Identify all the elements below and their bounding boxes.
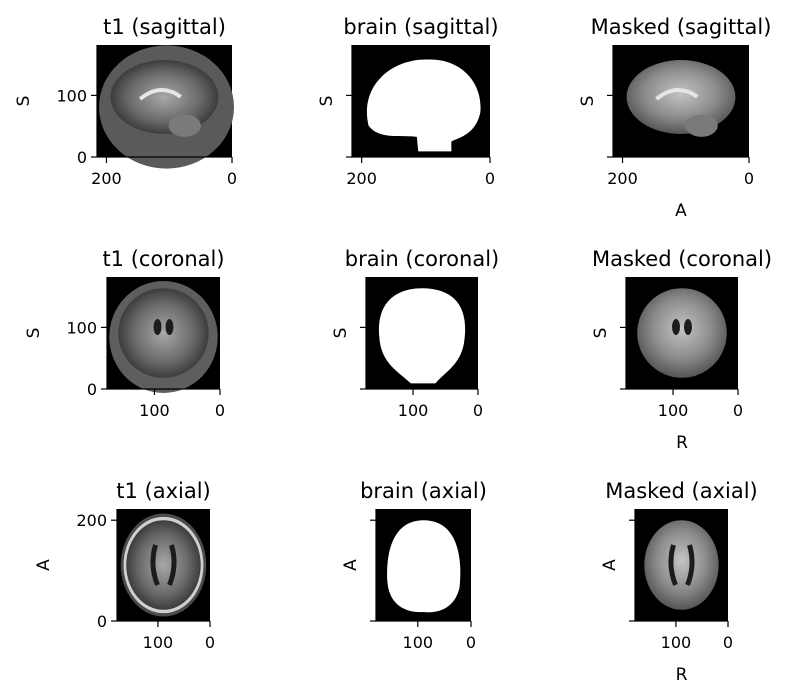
panel-title: brain (sagittal) — [343, 15, 498, 39]
panel-masked-axial: Masked (axial) 100 0 A R — [600, 479, 758, 685]
x-tick-label: 0 — [723, 633, 733, 652]
panel-mask-coronal: brain (coronal) 100 0 S — [331, 247, 499, 420]
y-axis-label: A — [34, 559, 54, 571]
brain-tissue — [118, 288, 209, 378]
y-tick-label: 200 — [76, 511, 107, 530]
panel-title: Masked (sagittal) — [591, 15, 772, 39]
ventricle-right — [684, 319, 692, 335]
x-tick-label: 100 — [403, 633, 434, 652]
x-tick-label: 0 — [466, 633, 476, 652]
x-tick-label: 100 — [398, 401, 429, 420]
y-axis-label: S — [331, 328, 351, 339]
x-axis-label: R — [676, 665, 688, 685]
brain-tissue — [644, 520, 719, 610]
x-tick-label: 100 — [143, 633, 174, 652]
panel-title: t1 (axial) — [116, 479, 211, 503]
panel-title: Masked (axial) — [605, 479, 758, 503]
x-tick-label: 0 — [205, 633, 215, 652]
ventricle-right — [165, 319, 174, 335]
ventricle-left — [672, 319, 680, 335]
y-axis-label: S — [317, 96, 337, 107]
y-axis-label: S — [578, 96, 598, 107]
y-axis-label: S — [24, 328, 44, 339]
x-tick-label: 200 — [91, 169, 122, 188]
x-tick-label: 100 — [139, 401, 170, 420]
x-tick-label: 0 — [744, 169, 754, 188]
brain-tissue — [110, 60, 219, 134]
lateral-ventricles — [668, 544, 695, 586]
y-tick-label: 0 — [97, 612, 107, 631]
brain-mask-shape — [378, 288, 466, 384]
panel-t1-coronal: t1 (coronal) 100 0 100 0 S — [24, 247, 225, 420]
panel-masked-coronal: Masked (coronal) 100 0 S R — [591, 247, 772, 453]
x-tick-label: 0 — [473, 401, 483, 420]
panel-masked-sagittal: Masked (sagittal) 200 0 S A — [578, 15, 771, 221]
brain-tissue — [637, 288, 727, 378]
y-axis-label: A — [600, 559, 620, 571]
x-tick-label: 0 — [215, 401, 225, 420]
y-tick-label: 100 — [66, 318, 97, 337]
panel-title: t1 (coronal) — [102, 247, 224, 271]
panel-mask-sagittal: brain (sagittal) 200 0 S — [317, 15, 499, 188]
panel-title: brain (axial) — [360, 479, 487, 503]
x-axis-label: R — [676, 433, 688, 453]
y-tick-label: 100 — [56, 86, 87, 105]
y-axis-label: S — [591, 328, 611, 339]
x-tick-label: 0 — [485, 169, 495, 188]
y-axis-label: S — [14, 96, 34, 107]
panel-title: Masked (coronal) — [592, 247, 772, 271]
brain-mask-shape — [366, 59, 481, 152]
brain-mask-shape — [387, 520, 461, 613]
x-tick-label: 100 — [661, 633, 692, 652]
panel-title: t1 (sagittal) — [103, 15, 226, 39]
cerebellum — [685, 114, 718, 137]
x-tick-label: 0 — [227, 169, 237, 188]
panel-t1-axial: t1 (axial) 100 0 200 0 A — [34, 479, 215, 652]
y-tick-label: 0 — [77, 148, 87, 167]
corpus-callosum — [655, 88, 699, 101]
x-tick-label: 200 — [607, 169, 638, 188]
y-axis-label: A — [341, 559, 361, 571]
y-tick-label: 0 — [87, 380, 97, 399]
x-tick-label: 200 — [346, 169, 377, 188]
corpus-callosum — [138, 88, 182, 101]
x-tick-label: 100 — [658, 401, 689, 420]
ventricle-left — [153, 319, 162, 335]
x-tick-label: 0 — [733, 401, 743, 420]
x-axis-label: A — [675, 201, 687, 221]
panel-title: brain (coronal) — [345, 247, 499, 271]
lateral-ventricles — [150, 544, 177, 586]
brain-tissue — [626, 60, 736, 134]
panel-mask-axial: brain (axial) 100 0 A — [341, 479, 487, 652]
brain-tissue — [126, 520, 201, 610]
cerebellum — [168, 114, 201, 137]
